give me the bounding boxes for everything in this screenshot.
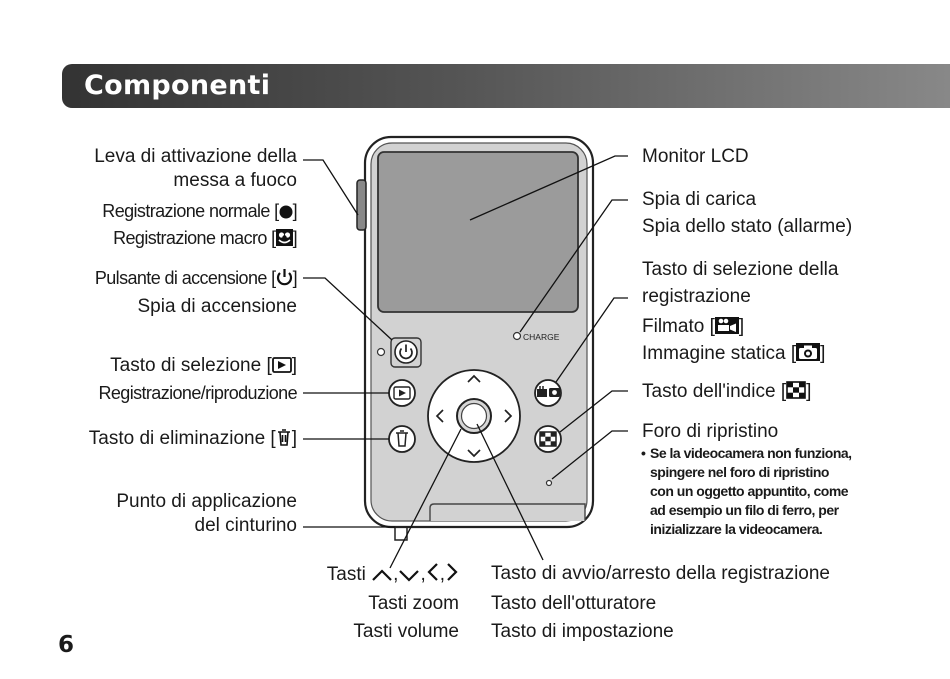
section-header: Componenti <box>62 64 950 108</box>
delete-button-label: Tasto di eliminazione [] <box>89 427 297 453</box>
lcd-label: Monitor LCD <box>642 146 749 167</box>
power-icon <box>276 268 293 292</box>
strap-cover <box>429 503 586 521</box>
nav-up-icon <box>467 374 481 383</box>
status-lamp-label: Spia dello stato (allarme) <box>642 216 853 237</box>
trash-icon <box>276 428 292 453</box>
index-label: Tasto dell'indice [] <box>642 380 811 406</box>
rec-select-button <box>534 379 562 407</box>
arrow-up-icon <box>371 565 393 589</box>
macro-rec-label: Registrazione macro [] <box>113 226 298 252</box>
arrow-right-icon <box>445 562 459 589</box>
page-number: 6 <box>58 632 75 658</box>
movie-label: Filmato [] <box>642 315 744 341</box>
reset-hole-label: Foro di ripristino <box>642 421 779 442</box>
reset-note: • Se la videocamera non funziona, spinge… <box>641 445 852 537</box>
charge-lamp <box>512 331 522 341</box>
index-grid-icon <box>786 381 806 406</box>
nav-keys-label: Tasti ,,, <box>327 562 459 589</box>
nav-right-icon <box>504 409 513 423</box>
power-lamp <box>376 347 386 357</box>
zoom-keys-label: Tasti zoom <box>368 593 459 614</box>
power-lamp-label: Spia di accensione <box>137 296 298 317</box>
play-icon <box>271 356 292 380</box>
arrow-left-icon <box>426 562 440 589</box>
nav-down-icon <box>467 449 481 458</box>
power-button-label: Pulsante di accensione [] <box>95 266 298 292</box>
still-camera-icon <box>796 343 821 368</box>
normal-rec-label: Registrazione normale [] <box>102 199 297 225</box>
focus-lever <box>356 179 367 231</box>
movie-camera-icon <box>714 317 739 341</box>
leader-lines <box>303 155 628 569</box>
delete-button <box>388 425 416 453</box>
charge-lamp-label: Spia di carica <box>642 189 757 210</box>
still-label: Immagine statica [] <box>642 342 825 368</box>
record-dot-icon <box>279 201 293 225</box>
charge-text: CHARGE <box>523 332 560 342</box>
settings-label: Tasto di impostazione <box>491 621 674 642</box>
shutter-label: Tasto dell'otturatore <box>491 593 657 614</box>
strap-label: Punto di applicazione del cinturino <box>116 491 297 536</box>
rec-start-label: Tasto di avvio/arresto della registrazio… <box>491 563 831 584</box>
section-title: Componenti <box>84 70 271 101</box>
volume-keys-label: Tasti volume <box>353 621 459 642</box>
focus-lever-label: Leva di attivazione della messa a fuoco <box>94 146 297 191</box>
arrow-down-icon <box>398 565 420 589</box>
select-button-label: Tasto di selezione [] <box>110 354 297 380</box>
reset-hole <box>545 479 553 487</box>
nav-left-icon <box>435 409 444 423</box>
note-bullet: • <box>641 445 646 461</box>
lcd-screen <box>377 151 579 313</box>
rec-select-label: Tasto di selezione della registrazione <box>642 259 839 307</box>
macro-flower-icon <box>275 228 293 252</box>
rec-play-label: Registrazione/riproduzione <box>98 383 297 403</box>
